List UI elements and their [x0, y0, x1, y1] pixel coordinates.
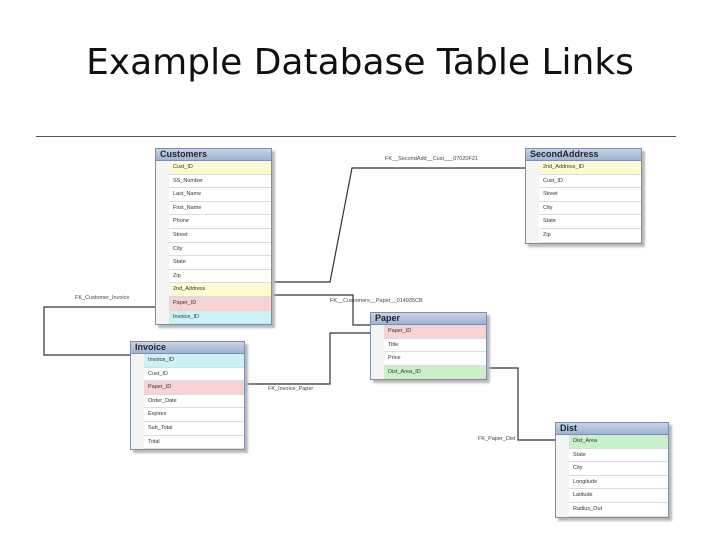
- column-row: Invoice_ID: [169, 310, 271, 325]
- column-name: Zip: [173, 272, 181, 279]
- column-name: Dist_Area_ID: [388, 368, 421, 375]
- link-second-address: [270, 167, 525, 283]
- column-row: First_Name: [169, 201, 271, 216]
- table-dist[interactable]: Dist ⚷Dist_Area State City Longitude Lat…: [555, 422, 669, 518]
- column-row: Zip: [539, 228, 641, 243]
- column-row: Street: [539, 188, 641, 202]
- column-name: Paper_ID: [388, 328, 412, 334]
- column-name: City: [573, 465, 583, 472]
- column-row: Phone: [169, 215, 271, 229]
- column-name: Paper_ID: [148, 384, 172, 391]
- column-row: ⚷Dist_Area: [569, 435, 668, 449]
- column-name: Zip: [543, 231, 551, 238]
- table-title: Invoice: [131, 342, 244, 354]
- column-row: Zip: [169, 269, 271, 284]
- column-name: Radius_Out: [573, 505, 603, 512]
- link-paper-dist: [485, 367, 555, 441]
- column-row: Latitude: [569, 489, 668, 503]
- column-row: Total: [144, 435, 244, 450]
- column-row: Title: [384, 338, 486, 353]
- column-row: City: [539, 201, 641, 216]
- column-row: Street: [169, 228, 271, 243]
- column-row: State: [569, 448, 668, 463]
- column-row: Sub_Total: [144, 421, 244, 436]
- column-row: State: [539, 215, 641, 229]
- column-name: Cust_ID: [173, 164, 193, 170]
- column-name: Street: [543, 191, 558, 198]
- column-name: Dist_Area: [573, 438, 598, 444]
- column-name: Phone: [173, 218, 189, 225]
- column-name: Total: [148, 438, 160, 445]
- column-name: 2nd_Address: [173, 286, 206, 293]
- link-customer-paper: [270, 294, 370, 326]
- column-row: ⚷Paper_ID: [384, 325, 486, 339]
- link-customer-invoice: [43, 306, 155, 356]
- column-row: City: [569, 462, 668, 476]
- column-row: Dist_Area_ID: [384, 365, 486, 380]
- column-name: Last_Name: [173, 191, 202, 198]
- column-name: SS_Number: [173, 177, 203, 184]
- column-name: Latitude: [573, 492, 593, 499]
- table-paper[interactable]: Paper ⚷Paper_ID Title Price Dist_Area_ID: [370, 312, 487, 381]
- column-name: Order_Date: [148, 397, 177, 404]
- column-name: Expires: [148, 411, 167, 418]
- column-row: Last_Name: [169, 188, 271, 202]
- table-customers[interactable]: Customers ⚷Cust_ID SS_Number Last_Name F…: [155, 148, 272, 326]
- column-name: 2nd_Address_ID: [543, 164, 584, 170]
- column-row: Paper_ID: [144, 381, 244, 395]
- column-name: First_Name: [173, 204, 202, 211]
- column-row: Radius_Out: [569, 502, 668, 517]
- column-name: State: [573, 451, 586, 458]
- fk-label-invoice-paper: FK_Invoice_Paper: [268, 386, 314, 392]
- column-row: Order_Date: [144, 394, 244, 409]
- column-name: Cust_ID: [543, 177, 563, 184]
- column-row: SS_Number: [169, 174, 271, 189]
- table-title: Dist: [556, 423, 668, 435]
- column-name: Cust_ID: [148, 370, 168, 377]
- column-name: Paper_ID: [173, 299, 197, 306]
- column-name: City: [543, 204, 553, 211]
- column-row: Expires: [144, 408, 244, 422]
- column-name: Price: [388, 355, 401, 362]
- table-title: Customers: [156, 149, 271, 161]
- slide-title: Example Database Table Links: [86, 42, 634, 83]
- column-name: Title: [388, 341, 399, 348]
- column-name: City: [173, 245, 183, 252]
- table-second-address[interactable]: SecondAddress ⚷2nd_Address_ID Cust_ID St…: [525, 148, 642, 244]
- column-row: Cust_ID: [539, 174, 641, 189]
- column-row: ⚷Cust_ID: [169, 161, 271, 175]
- fk-label-customer-invoice: FK_Customer_Invoice: [75, 295, 130, 301]
- column-row: Cust_ID: [144, 367, 244, 382]
- column-name: Invoice_ID: [173, 313, 199, 320]
- column-row: Price: [384, 352, 486, 366]
- column-row: Paper_ID: [169, 296, 271, 311]
- column-name: State: [173, 259, 186, 266]
- title-divider: [36, 136, 676, 137]
- column-name: State: [543, 218, 556, 225]
- column-name: Street: [173, 231, 188, 238]
- fk-label-paper-dist: FK_Paper_Dist: [478, 436, 516, 442]
- column-row: State: [169, 256, 271, 270]
- column-name: Longitude: [573, 478, 598, 485]
- column-row: 2nd_Address: [169, 283, 271, 297]
- table-title: Paper: [371, 313, 486, 325]
- column-row: ⚷Invoice_ID: [144, 354, 244, 368]
- link-invoice-paper: [243, 332, 370, 385]
- column-row: Longitude: [569, 475, 668, 490]
- column-row: City: [169, 242, 271, 257]
- column-name: Invoice_ID: [148, 357, 174, 363]
- column-row: ⚷2nd_Address_ID: [539, 161, 641, 175]
- fk-label-customer-paper: FK__Customers__Paper__014935CB: [330, 298, 423, 304]
- fk-label-second-address: FK__SecondAdd__Cust___07020F21: [385, 156, 478, 162]
- table-invoice[interactable]: Invoice ⚷Invoice_ID Cust_ID Paper_ID Ord…: [130, 341, 245, 451]
- table-title: SecondAddress: [526, 149, 641, 161]
- column-name: Sub_Total: [148, 424, 173, 431]
